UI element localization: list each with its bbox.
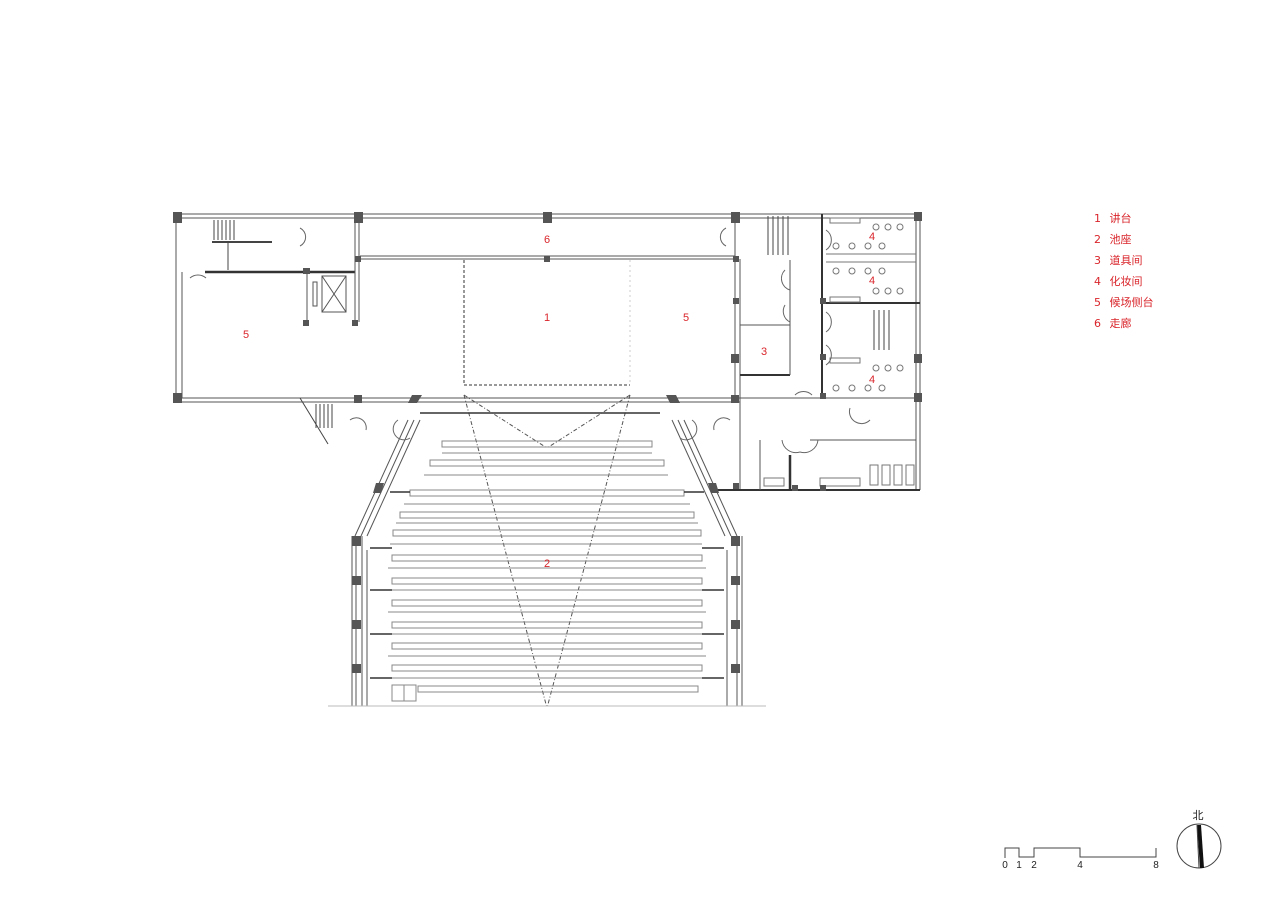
room-label-prop-room: 3 [760, 346, 768, 358]
scale-tick-label: 0 [1002, 860, 1008, 871]
legend-item: 2 池座 [1094, 233, 1132, 246]
scale-tick-label: 4 [1077, 860, 1083, 871]
legend-item: 3 道具间 [1094, 254, 1143, 267]
room-label-dressing-room-a: 4 [868, 231, 876, 243]
room-label-dressing-room-b: 4 [868, 275, 876, 287]
scale-tick-label: 2 [1031, 860, 1037, 871]
room-label-dressing-room-c: 4 [868, 374, 876, 386]
room-label-wing-east: 5 [682, 312, 690, 324]
legend-item: 1 讲台 [1094, 212, 1132, 225]
legend-item: 6 走廊 [1094, 317, 1132, 330]
room-label-corridor: 6 [543, 234, 551, 246]
legend-item: 5 候场侧台 [1094, 296, 1154, 309]
room-label-wing-west: 5 [242, 329, 250, 341]
room-label-stage: 1 [543, 312, 551, 324]
room-label-stalls: 2 [543, 558, 551, 570]
scale-tick-label: 8 [1153, 860, 1159, 871]
north-arrow-icon: 北 [1192, 809, 1204, 822]
scale-tick-label: 1 [1016, 860, 1022, 871]
legend-item: 4 化妆间 [1094, 275, 1143, 288]
legend: 1 讲台 2 池座 3 道具间 4 化妆间 5 候场侧台 6 走廊 [1094, 208, 1154, 334]
